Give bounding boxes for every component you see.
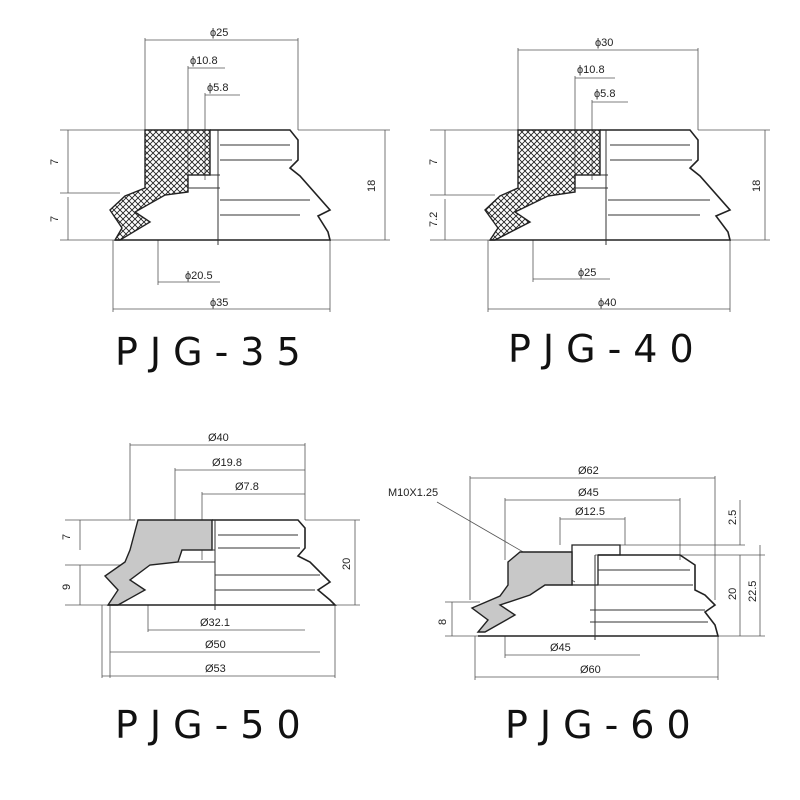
dim-inner-top-1: Ø19.8: [212, 457, 242, 469]
drawing-pjg-50: Ø40 Ø19.8 Ø7.8 7 9 20 Ø32.1 Ø50 Ø53 PJG-…: [61, 432, 360, 747]
dim-h2: 7.2: [428, 212, 440, 227]
dim-inner-bottom: Ø32.1: [200, 617, 230, 629]
dim-h-bottom: 8: [437, 619, 449, 625]
model-label: PJG-60: [505, 703, 703, 747]
dim-h-top: 2.5: [727, 510, 739, 525]
dim-inner-bottom: Ø45: [550, 642, 571, 654]
dim-inner-bottom: ϕ20.5: [185, 270, 213, 282]
dim-inner-top-1: ϕ10.8: [190, 55, 218, 67]
dim-outer-bottom: ϕ40: [598, 297, 616, 309]
drawing-pjg-40: ϕ30 ϕ10.8 ϕ5.8 7 7.2 18 ϕ25 ϕ40 PJG-40: [428, 37, 770, 371]
dim-outer-top: ϕ30: [595, 37, 613, 49]
dim-mid-top: Ø45: [578, 487, 599, 499]
dim-h1: 7: [428, 159, 440, 165]
dim-h2: 7: [49, 216, 61, 222]
model-label: PJG-40: [508, 327, 706, 371]
dim-thread: M10X1.25: [388, 487, 438, 499]
dim-inner-top: Ø12.5: [575, 506, 605, 518]
dim-inner-top-2: Ø7.8: [235, 481, 259, 493]
dim-h2: 9: [61, 584, 73, 590]
dim-inner-top-2: ϕ5.8: [207, 82, 228, 94]
dim-outer-bottom: ϕ35: [210, 297, 228, 309]
dim-mid-bottom: Ø50: [205, 639, 226, 651]
dim-inner-top-1: ϕ10.8: [577, 64, 605, 76]
drawing-pjg-60: Ø62 Ø45 Ø12.5 M10X1.25 2.5 20 22.5 8 Ø45…: [388, 465, 765, 747]
model-label: PJG-35: [115, 330, 313, 374]
dim-inner-top-2: ϕ5.8: [594, 88, 615, 100]
dim-total-h: 18: [366, 180, 378, 192]
dim-inner-bottom: ϕ25: [578, 267, 596, 279]
dim-h1: 7: [61, 534, 73, 540]
model-label: PJG-50: [115, 703, 313, 747]
dim-total-h: 20: [341, 558, 353, 570]
dim-total-h: 22.5: [747, 581, 759, 602]
dim-outer-top: Ø40: [208, 432, 229, 444]
dim-outer-bottom: Ø53: [205, 663, 226, 675]
dim-outer-bottom: Ø60: [580, 664, 601, 676]
dim-outer-top: ϕ25: [210, 27, 228, 39]
dim-outer-top: Ø62: [578, 465, 599, 477]
dim-h1: 7: [49, 159, 61, 165]
dim-total-h: 18: [751, 180, 763, 192]
drawing-pjg-35: ϕ25 ϕ10.8 ϕ5.8 7 7 18 ϕ20.5 ϕ35 PJG-35: [49, 27, 390, 374]
dim-h-body: 20: [727, 588, 739, 600]
